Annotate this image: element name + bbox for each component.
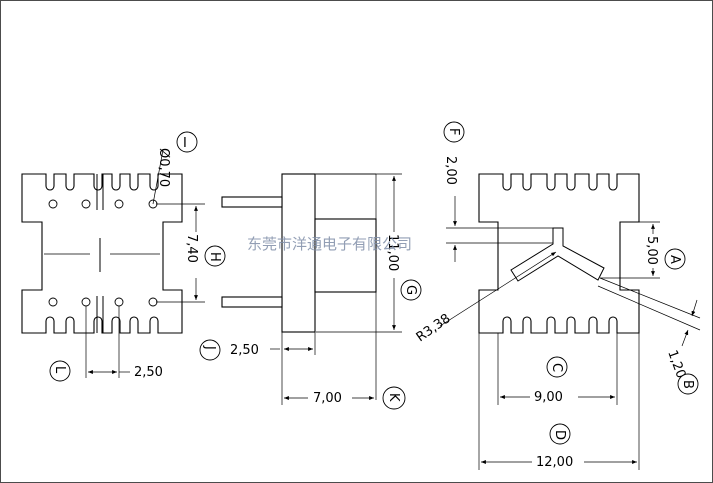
pin-hole bbox=[81, 199, 91, 209]
callout-k-bubble bbox=[382, 386, 406, 410]
callout-i: I bbox=[183, 136, 187, 151]
callout-j: J bbox=[202, 345, 217, 350]
callout-b-bubble bbox=[677, 373, 699, 395]
radius-label: R3,38 bbox=[414, 311, 454, 345]
callout-g: G bbox=[403, 285, 418, 295]
pin-hole bbox=[114, 297, 124, 307]
row-gap-label: 7,40 bbox=[184, 234, 199, 263]
left-view: Ø0,70 I 7,40 H 2,50 L bbox=[21, 131, 226, 382]
outer-width-label: 12,00 bbox=[536, 455, 573, 470]
callout-d: D bbox=[552, 430, 567, 440]
callout-j-bubble bbox=[199, 339, 221, 361]
pin-hole bbox=[81, 297, 91, 307]
callout-h: H bbox=[207, 252, 222, 262]
inner-width-label: 9,00 bbox=[534, 390, 563, 405]
pin-hole bbox=[114, 199, 124, 209]
pin-top bbox=[221, 196, 283, 208]
depth-label: 7,00 bbox=[313, 391, 342, 406]
callout-i-bubble bbox=[176, 131, 198, 153]
pin-len-label: 2,50 bbox=[230, 343, 259, 358]
left-view-outline bbox=[21, 173, 183, 334]
pin-hole bbox=[48, 297, 58, 307]
middle-view: 11,00 G 2,50 J 7,00 K bbox=[199, 173, 422, 410]
wall-ext-line bbox=[599, 277, 701, 319]
right-view-outline bbox=[478, 173, 640, 334]
wall-ext-line bbox=[597, 285, 701, 331]
callout-a: A bbox=[667, 255, 682, 264]
callout-k: K bbox=[386, 393, 401, 402]
wire-guide bbox=[510, 227, 605, 282]
dim-arrow bbox=[681, 329, 689, 347]
callout-b: B bbox=[680, 380, 695, 389]
pin-hole bbox=[148, 297, 158, 307]
height-label: 11,00 bbox=[385, 234, 400, 271]
callout-h-bubble bbox=[204, 245, 226, 267]
hole-dia-label: Ø0,70 bbox=[156, 148, 171, 187]
top-step-label: 2,00 bbox=[443, 156, 458, 185]
side-step-label: 5,00 bbox=[644, 236, 659, 265]
callout-l: L bbox=[52, 366, 67, 374]
pin-bottom bbox=[221, 296, 283, 308]
core-section bbox=[314, 218, 377, 293]
pin-hole bbox=[48, 199, 58, 209]
callout-c-bubble bbox=[546, 356, 568, 378]
right-view: F 2,00 5,00 A R3,38 1,20 B C 9,00 bbox=[414, 121, 701, 470]
radius-leader bbox=[439, 251, 557, 327]
callout-a-bubble bbox=[664, 248, 686, 270]
dim-arrow bbox=[691, 299, 698, 317]
watermark: 东莞市洋通电子有限公司 bbox=[247, 235, 412, 253]
callout-f-bubble bbox=[443, 121, 465, 143]
pitch-label: 2,50 bbox=[134, 365, 163, 380]
callout-g-bubble bbox=[400, 279, 422, 301]
callout-c: C bbox=[549, 363, 564, 372]
flange bbox=[281, 173, 316, 333]
callout-f: F bbox=[446, 128, 461, 135]
callout-d-bubble bbox=[549, 423, 571, 445]
hole-leader bbox=[152, 149, 164, 205]
callout-l-bubble bbox=[49, 360, 71, 382]
